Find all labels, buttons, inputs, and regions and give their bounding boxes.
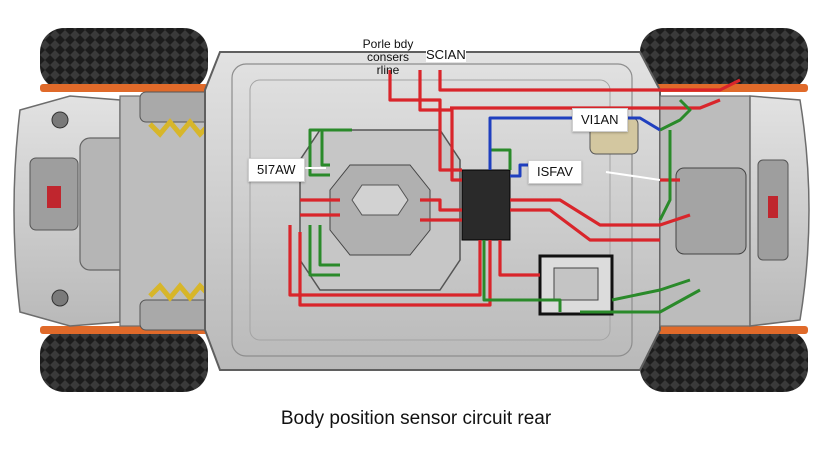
ecu-module — [461, 169, 511, 241]
diagram-caption: Body position sensor circuit rear — [280, 408, 552, 429]
spring-front-left — [148, 118, 212, 138]
label-right-mid: ISFAV — [528, 160, 582, 184]
top-note-label: Porle bdy consers rline — [362, 37, 414, 77]
rear-sensor-tag — [768, 196, 778, 218]
tire-rear-right — [640, 326, 808, 392]
tire-front-right — [40, 326, 208, 392]
spring-front-right — [148, 282, 212, 302]
tire-front-left — [40, 28, 208, 92]
wire-green-harness — [308, 98, 701, 314]
bolt-icon — [51, 289, 69, 307]
wire-red-harness — [288, 70, 741, 307]
tire-rear-left — [640, 28, 808, 92]
label-top-right: SCIAN — [426, 47, 466, 62]
bolt-icon — [51, 111, 69, 129]
differential — [675, 167, 747, 255]
front-sensor-tag — [47, 186, 61, 208]
label-left: 5I7AW — [248, 158, 305, 182]
label-right-upper: VI1AN — [572, 108, 628, 132]
